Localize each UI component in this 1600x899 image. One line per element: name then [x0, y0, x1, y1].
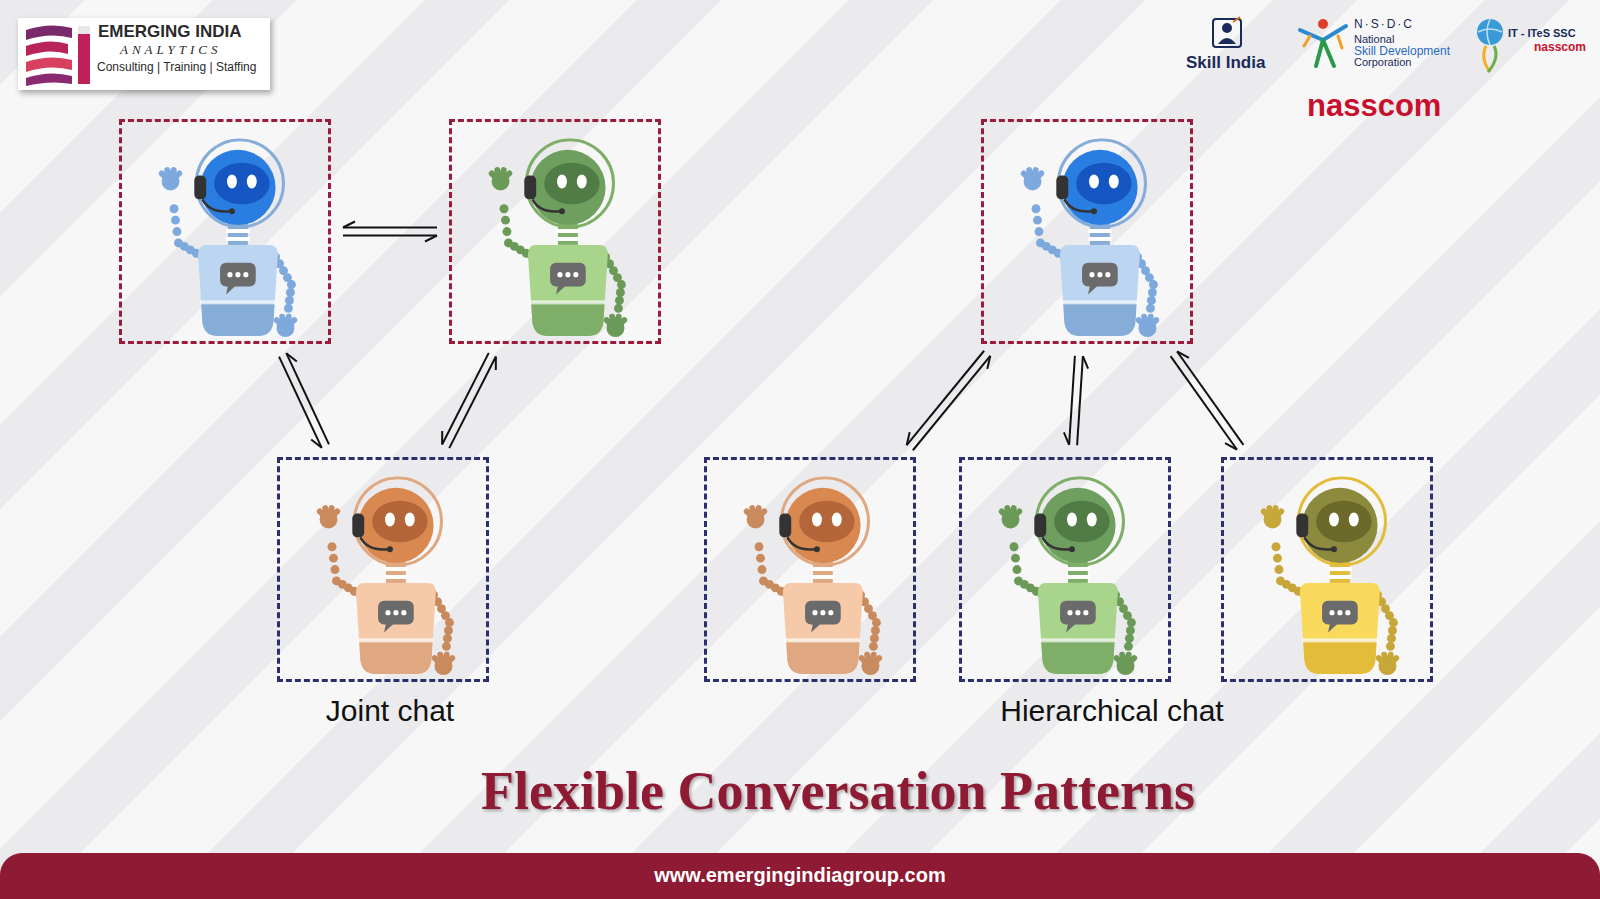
- skill-india-icon: [1213, 17, 1241, 47]
- agent-box: [277, 457, 489, 682]
- agent-box: [119, 119, 331, 344]
- group-caption: Hierarchical chat: [1000, 694, 1223, 728]
- agent-box: [449, 119, 661, 344]
- logo-tagline: Consulting | Training | Staffing: [97, 60, 256, 74]
- agent-box: [981, 119, 1193, 344]
- agent-box: [704, 457, 916, 682]
- partner-logo-text: nasscom: [1307, 88, 1441, 124]
- message-arrow: [442, 353, 496, 448]
- robot-illustration: [458, 126, 658, 344]
- robot-illustration: [286, 464, 486, 682]
- group-caption: Joint chat: [326, 694, 454, 728]
- partner-name: Corporation: [1354, 56, 1411, 68]
- message-arrow: [907, 351, 991, 451]
- partner-name: Skill India: [1186, 53, 1265, 73]
- message-arrow: [343, 222, 437, 242]
- logo-subname: ANALYTICS: [120, 42, 221, 58]
- message-arrow: [1064, 356, 1088, 446]
- partner-name: N·S·D·C: [1354, 17, 1414, 31]
- robot-illustration: [968, 464, 1168, 682]
- slide-title: Flexible Conversation Patterns: [481, 760, 1195, 822]
- robot-illustration: [1230, 464, 1430, 682]
- partner-name: National: [1354, 33, 1394, 45]
- message-arrow: [279, 353, 329, 448]
- footer-url: www.emergingindiagroup.com: [654, 864, 946, 887]
- agent-box: [1221, 457, 1433, 682]
- message-arrow: [1171, 351, 1244, 449]
- robot-illustration: [713, 464, 913, 682]
- ites-globe: [1477, 19, 1503, 72]
- robot-illustration: [128, 126, 328, 344]
- ei-logo-mark: [26, 25, 90, 86]
- robot-illustration: [990, 126, 1190, 344]
- partner-name: nasscom: [1534, 40, 1586, 54]
- nsdc-figure: [1300, 19, 1346, 66]
- agent-box: [959, 457, 1171, 682]
- logo-name: EMERGING INDIA: [98, 22, 242, 42]
- partner-name: Skill Development: [1354, 44, 1450, 58]
- partner-name: IT - ITeS SSC: [1508, 27, 1576, 39]
